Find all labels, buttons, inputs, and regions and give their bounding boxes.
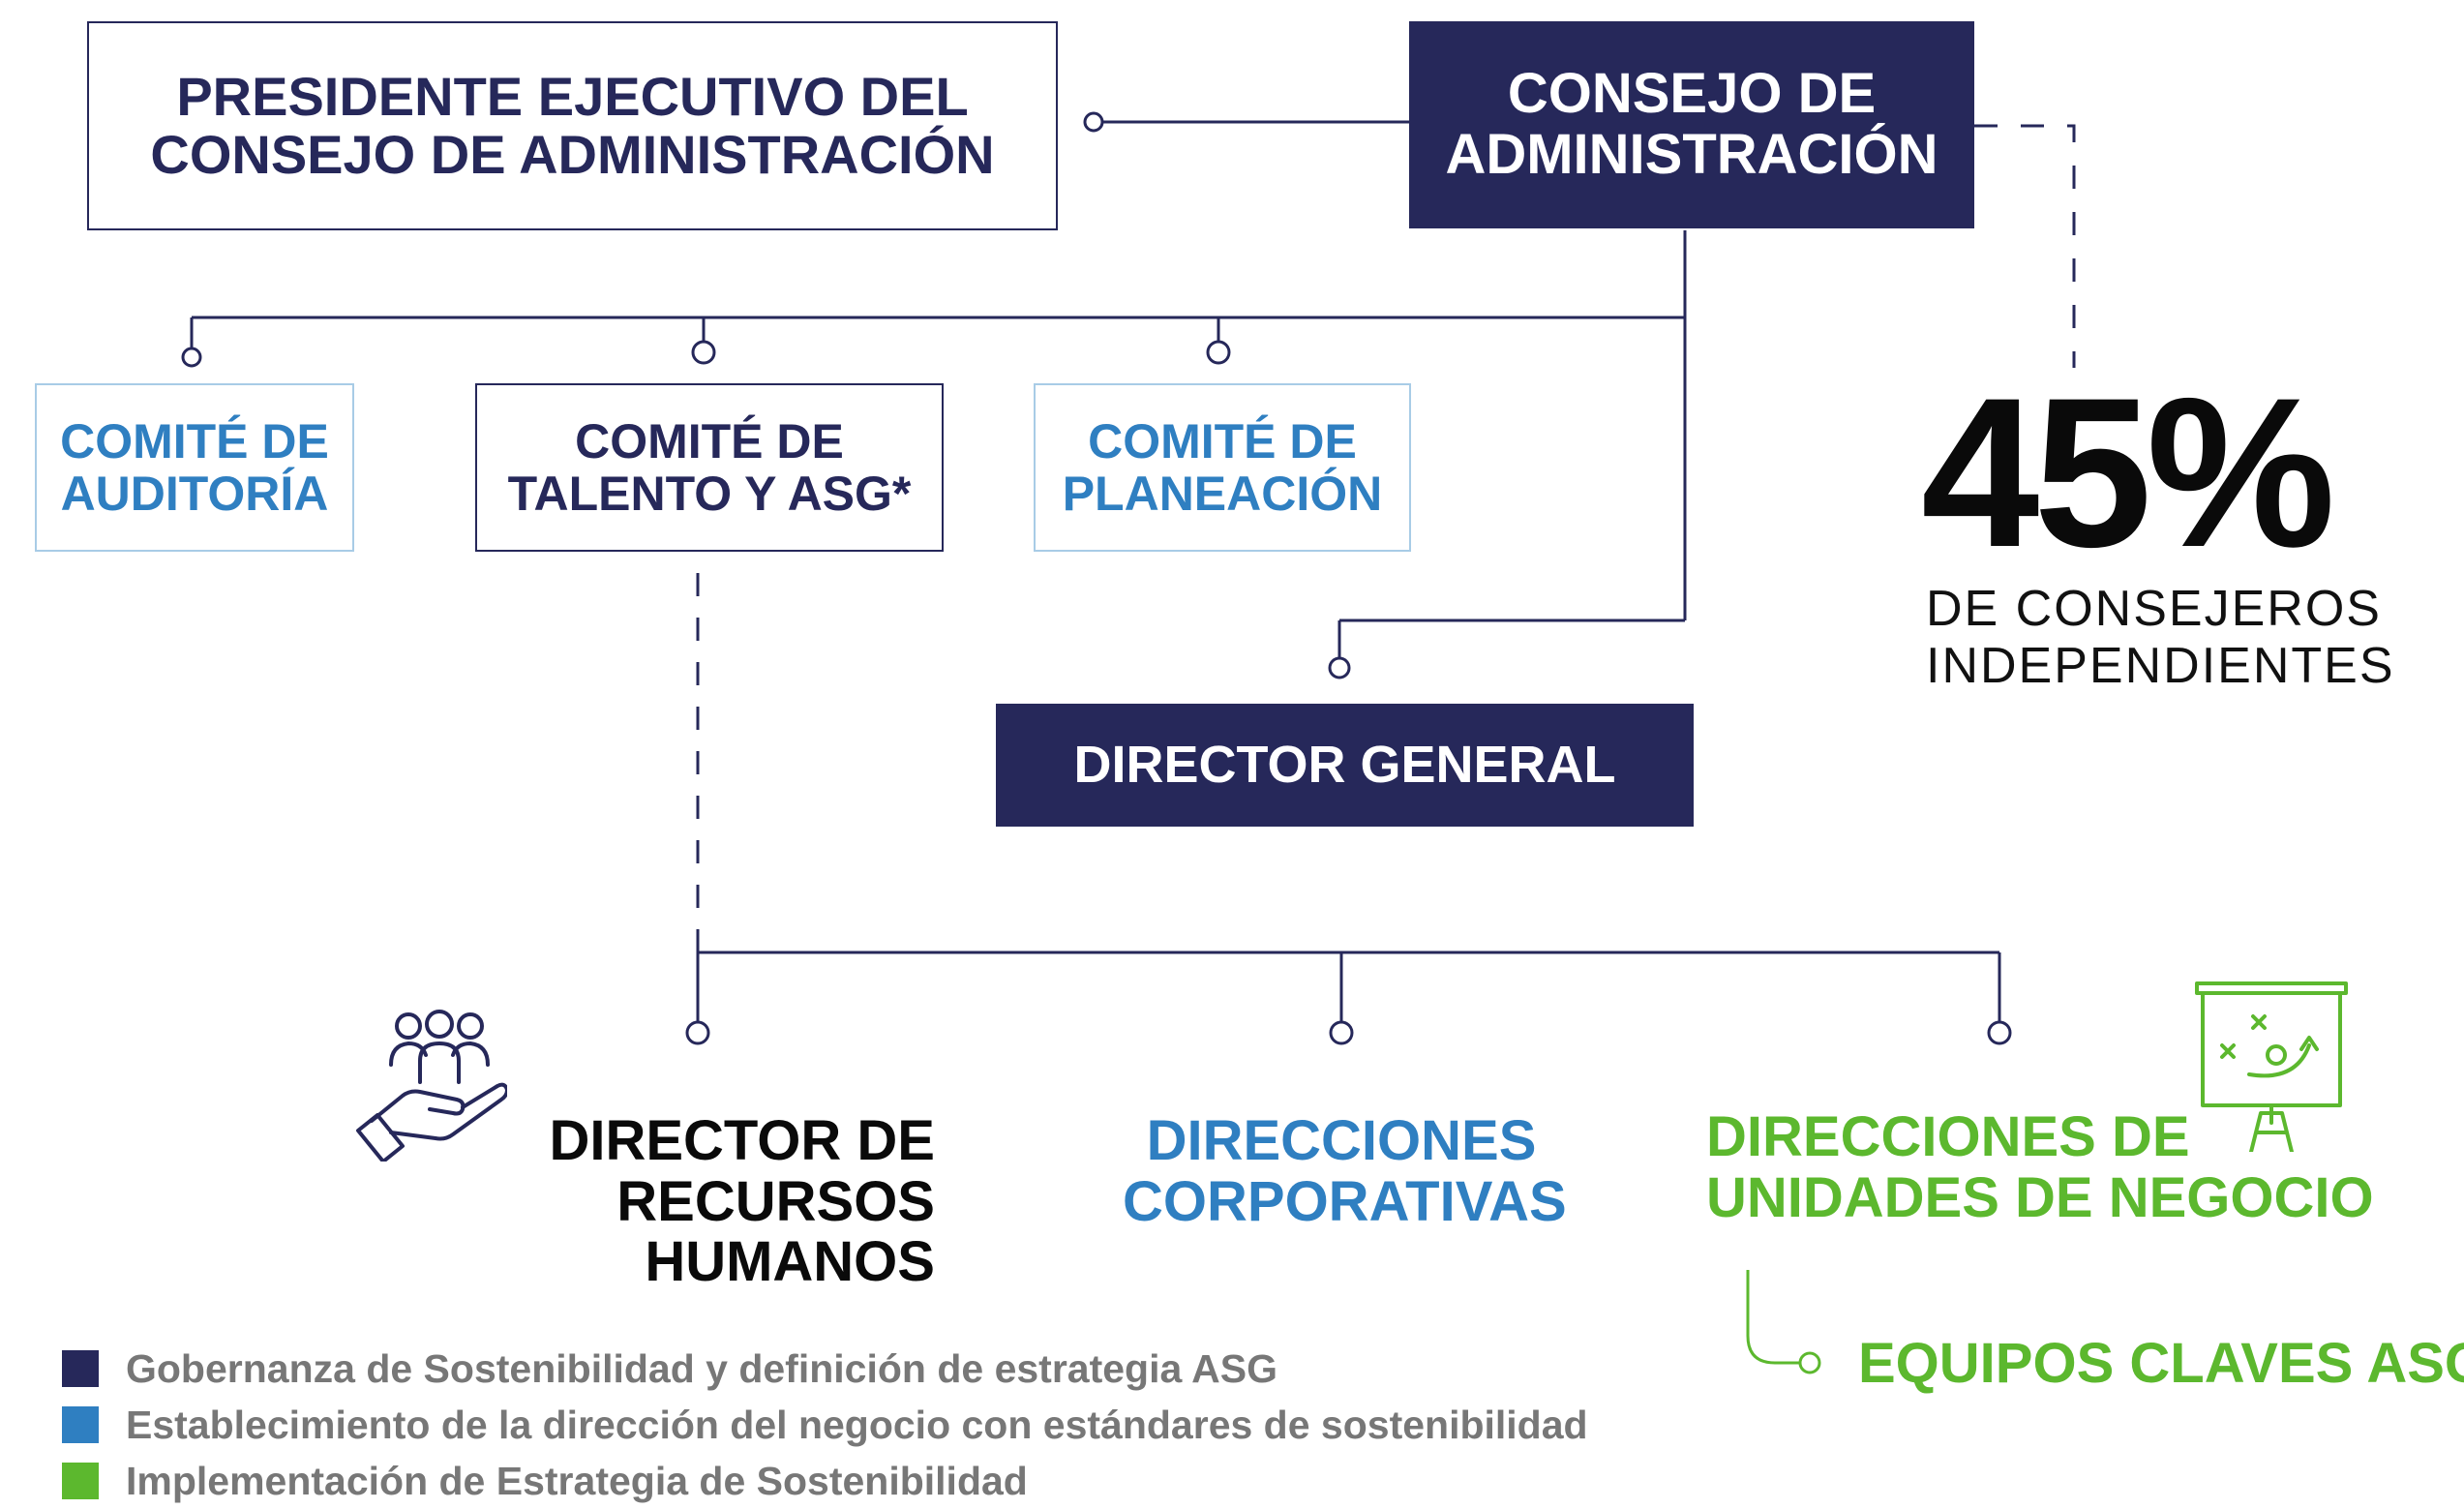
committee-audit-label: COMITÉ DE AUDITORÍA xyxy=(60,414,329,521)
president-box: PRESIDENTE EJECUTIVO DEL CONSEJO DE ADMI… xyxy=(87,21,1058,230)
legend-swatch-green xyxy=(62,1463,99,1499)
legend-swatch-navy xyxy=(62,1350,99,1387)
committee-talent-box: COMITÉ DE TALENTO Y ASG* xyxy=(475,383,944,552)
hr-director-label: DIRECTOR DE RECURSOS HUMANOS xyxy=(549,1109,935,1294)
independent-label: DE CONSEJEROS INDEPENDIENTES xyxy=(1926,581,2395,696)
strategy-board-icon xyxy=(2195,981,2348,1152)
legend-item: Establecimiento de la dirección del nego… xyxy=(62,1397,1588,1453)
president-label: PRESIDENTE EJECUTIVO DEL CONSEJO DE ADMI… xyxy=(150,65,995,185)
committee-talent-label: COMITÉ DE TALENTO Y ASG* xyxy=(507,414,912,521)
committee-planning-box: COMITÉ DE PLANEACIÓN xyxy=(1034,383,1411,552)
director-general-box: DIRECTOR GENERAL xyxy=(996,704,1694,827)
independent-percent: 45% xyxy=(1921,353,2335,591)
legend-text: Gobernanza de Sostenibilidad y definició… xyxy=(126,1345,1278,1391)
legend-item: Implementación de Estrategia de Sostenib… xyxy=(62,1453,1588,1509)
legend-text: Establecimiento de la dirección del nego… xyxy=(126,1402,1588,1447)
legend-item: Gobernanza de Sostenibilidad y definició… xyxy=(62,1341,1588,1397)
independent-label-line1: DE CONSEJEROS xyxy=(1926,581,2382,637)
council-label: CONSEJO DE ADMINISTRACIÓN xyxy=(1445,62,1938,186)
director-general-label: DIRECTOR GENERAL xyxy=(1073,736,1616,795)
team-hand-icon xyxy=(356,1010,507,1162)
key-teams-label: EQUIPOS CLAVES ASG xyxy=(1858,1332,2464,1395)
legend-text: Implementación de Estrategia de Sostenib… xyxy=(126,1458,1028,1503)
business-units-label: DIRECCIONES DE UNIDADES DE NEGOCIO xyxy=(1706,1105,2374,1229)
legend-swatch-blue xyxy=(62,1406,99,1443)
council-box: CONSEJO DE ADMINISTRACIÓN xyxy=(1409,21,1974,228)
independent-label-line2: INDEPENDIENTES xyxy=(1926,638,2395,695)
committee-audit-box: COMITÉ DE AUDITORÍA xyxy=(35,383,354,552)
corporate-directions-label: DIRECCIONES CORPORATIVAS xyxy=(1123,1109,1567,1233)
committee-planning-label: COMITÉ DE PLANEACIÓN xyxy=(1062,414,1383,521)
legend: Gobernanza de Sostenibilidad y definició… xyxy=(62,1341,1588,1509)
